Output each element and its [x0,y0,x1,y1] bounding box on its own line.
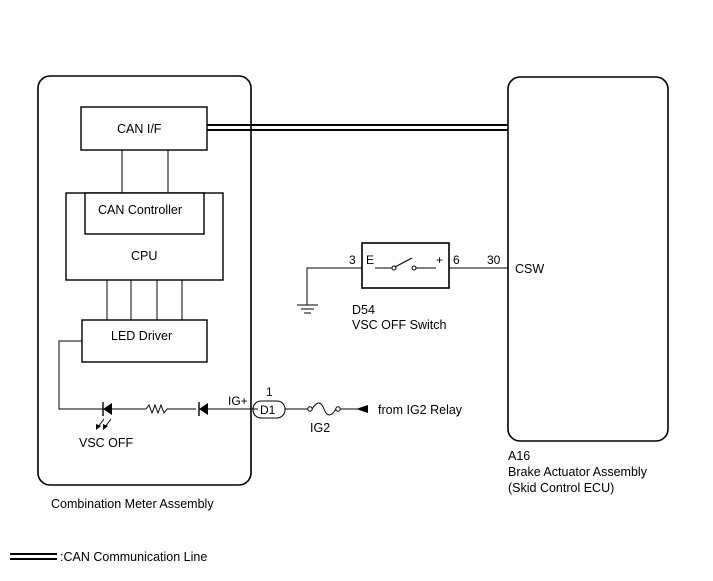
diode [198,402,258,416]
vsc-off-switch-box [361,242,450,289]
brake-actuator-name: Brake Actuator Assembly [508,465,648,479]
switch-code: D54 [352,303,375,317]
resistor [145,403,196,415]
legend-can-line [10,553,57,560]
cpu-label: CPU [131,249,157,263]
connector-d1-label: D1 [260,403,276,417]
arrow-from-ig2-relay [356,405,368,413]
brake-actuator-pin: 30 [487,253,501,267]
fuse-ig2-label: IG2 [310,421,330,435]
ig2-relay-label: from IG2 Relay [378,403,463,417]
combination-meter-label: Combination Meter Assembly [51,497,214,511]
can-bus-line [207,124,508,131]
ground-symbol [297,267,362,314]
vsc-off-led [96,402,146,430]
legend-label: :CAN Communication Line [60,550,207,564]
brake-actuator-code: A16 [508,449,530,463]
switch-terminal-e: E [366,253,374,267]
can-controller-box [84,192,205,235]
led-driver-label: LED Driver [111,329,172,343]
connector-d1-pin: 1 [266,385,273,399]
can-controller-label: CAN Controller [98,203,182,217]
brake-actuator-subname: (Skid Control ECU) [508,481,614,495]
switch-pin-right: 6 [453,253,460,267]
brake-actuator-box [507,76,669,442]
led-driver-box [81,319,208,363]
can-if-label: CAN I/F [117,122,162,136]
switch-terminal-plus: + [436,253,443,267]
ig-plus-label: IG+ [228,394,248,408]
fuse-ig2 [307,402,341,416]
switch-contact [375,257,436,271]
switch-name: VSC OFF Switch [352,318,447,332]
can-if-box [80,106,208,151]
csw-signal-label: CSW [515,262,544,276]
combination-meter-box [37,75,252,486]
vsc-off-led-label: VSC OFF [79,436,134,450]
switch-pin-left: 3 [349,253,356,267]
